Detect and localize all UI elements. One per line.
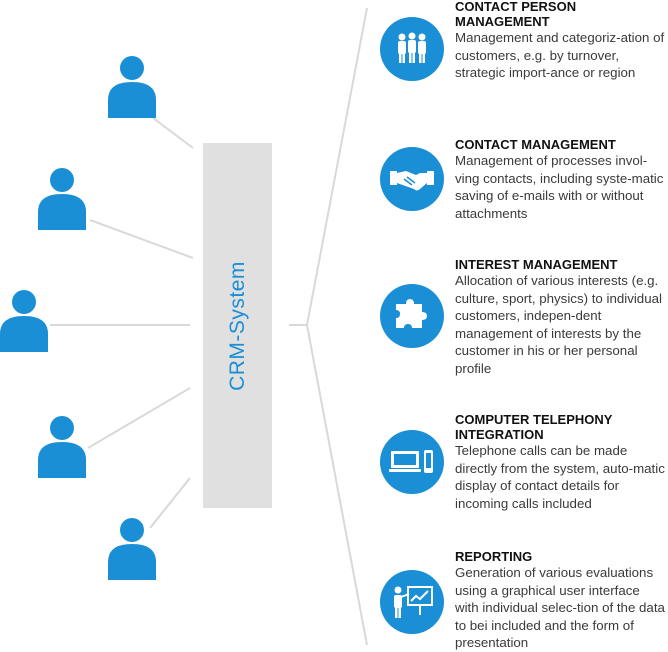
feature-description: Telephone calls can be made directly fro… [455,443,665,511]
person-icon [36,166,88,232]
person-icon [36,414,88,480]
feature-title: COMPUTER TELEPHONY INTEGRATION [455,412,613,442]
connector-line [89,219,194,259]
feature-description: Generation of various evaluations using … [455,565,665,650]
feature-computer-telephony-integration: COMPUTER TELEPHONY INTEGRATION Telephone… [455,412,667,512]
feature-description: Allocation of various interests (e.g. cu… [455,273,662,376]
person-icon [106,516,158,582]
feature-description: Management of processes invol-ving conta… [455,153,664,221]
feature-reporting: REPORTING Generation of various evaluati… [455,549,667,652]
feature-title: CONTACT MANAGEMENT [455,137,616,152]
feature-interest-management: INTEREST MANAGEMENT Allocation of variou… [455,257,667,377]
connector-line [87,387,191,449]
feature-title: REPORTING [455,549,533,564]
person-icon [0,288,50,354]
laptop-phone-icon [380,430,444,494]
crm-system-box: CRM-System [203,143,272,508]
puzzle-icon [380,284,444,348]
bracket-line [305,7,368,646]
feature-contact-person-management: CONTACT PERSON MANAGEMENT Management and… [455,0,667,82]
feature-description: Management and categoriz-ation of custom… [455,30,665,80]
crm-system-label: CRM-System [225,260,249,391]
feature-title: INTEREST MANAGEMENT [455,257,618,272]
presentation-icon [380,570,444,634]
people-group-icon [380,17,444,81]
person-icon [106,54,158,120]
feature-contact-management: CONTACT MANAGEMENT Management of process… [455,137,667,222]
connector-line [152,117,194,149]
handshake-icon [380,147,444,211]
feature-title: CONTACT PERSON MANAGEMENT [455,0,577,29]
connector-line [149,477,191,529]
